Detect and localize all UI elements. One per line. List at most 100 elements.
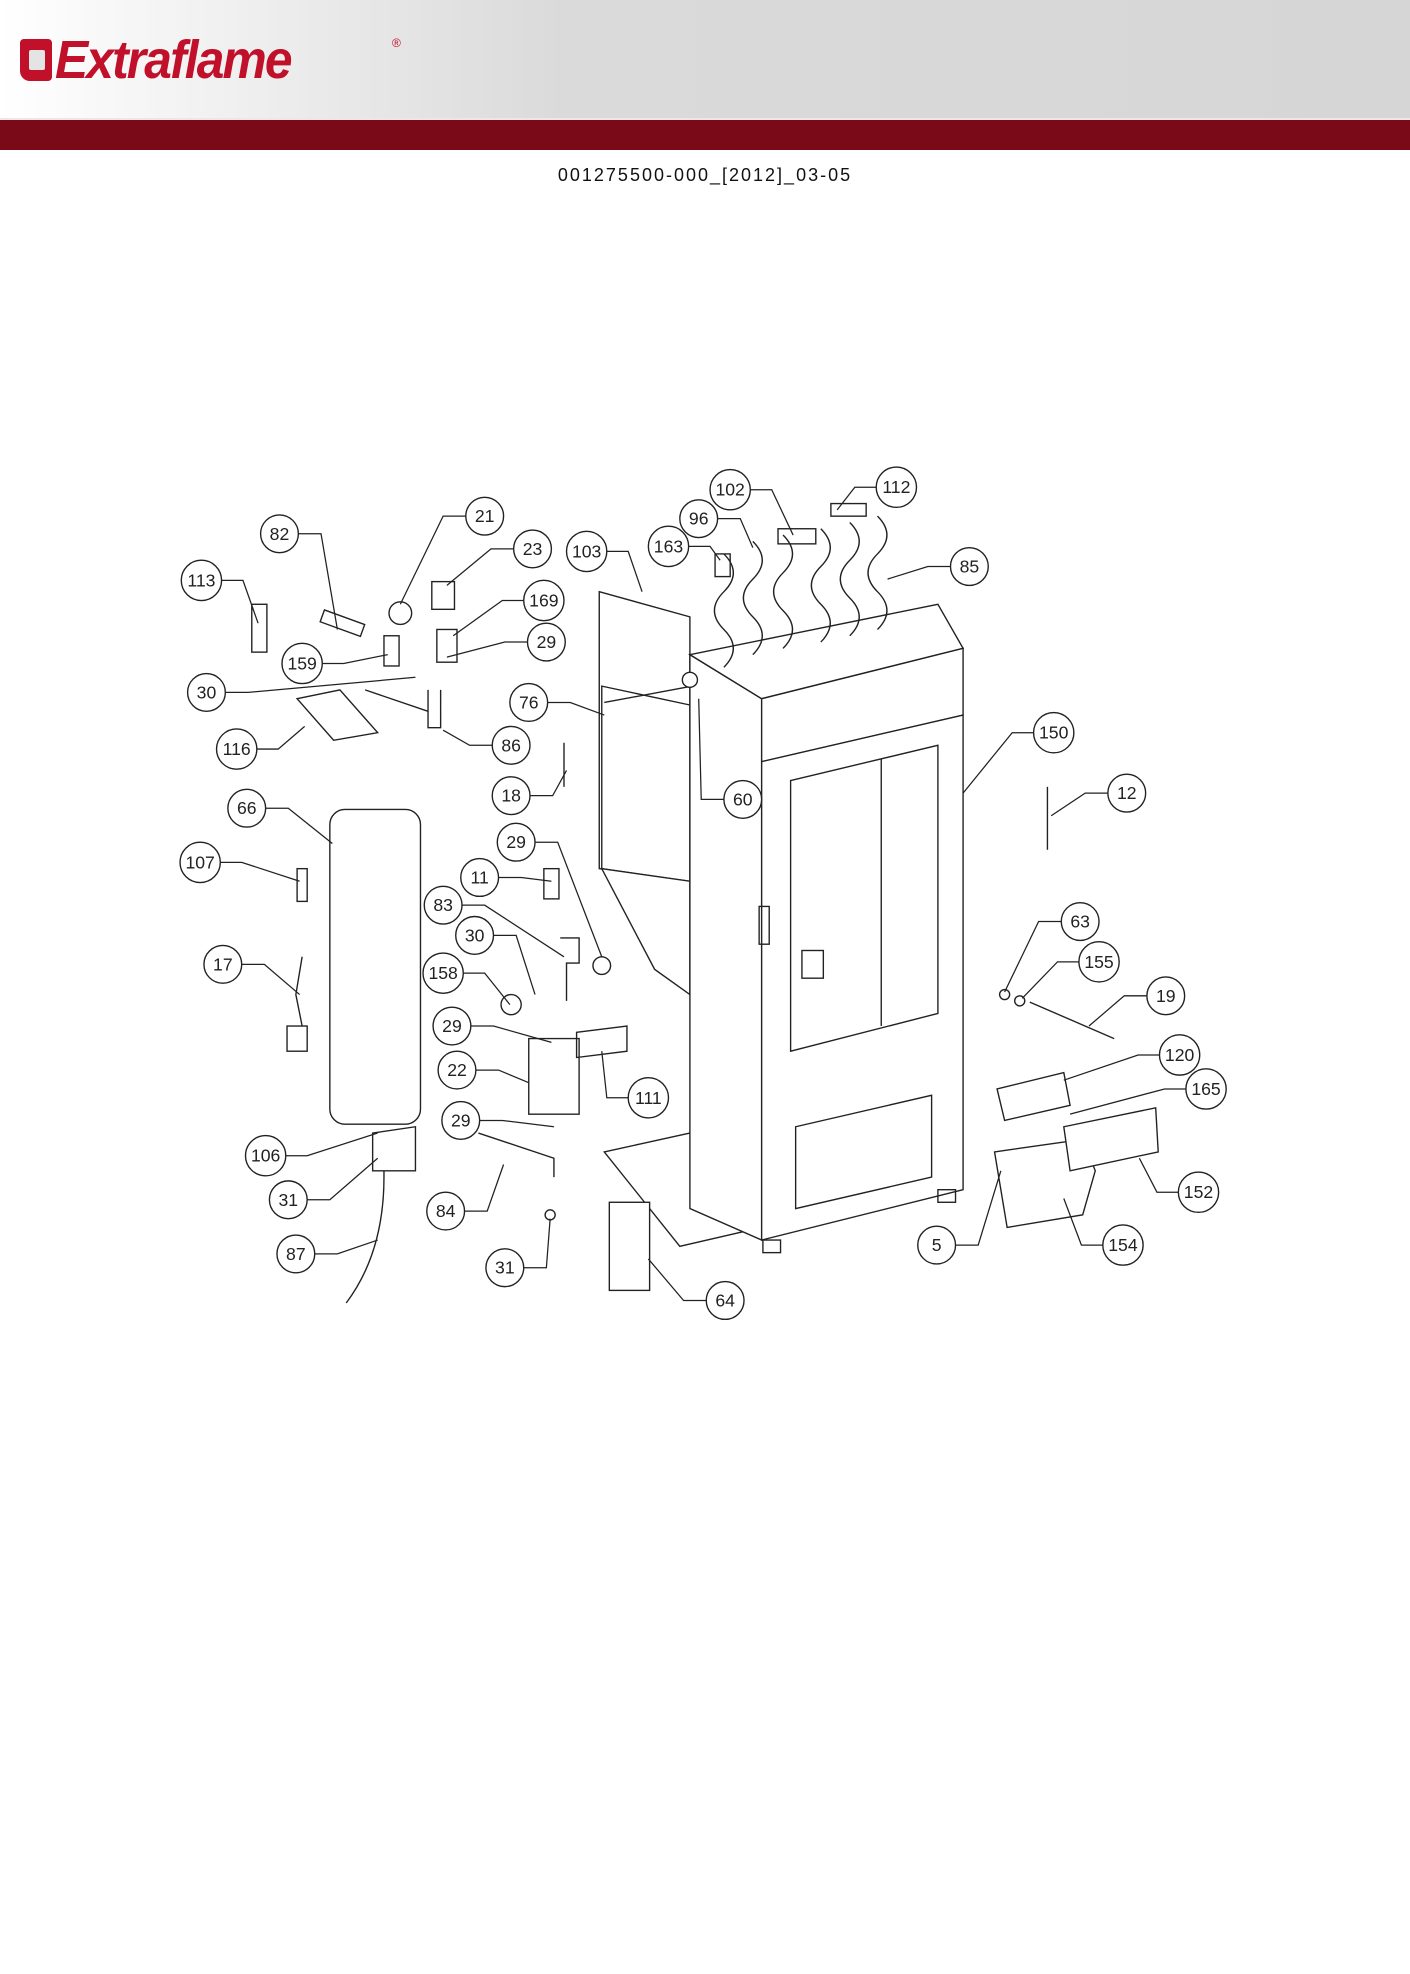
leader-line [493,934,536,995]
callout-number: 86 [501,735,521,755]
boiler-cabinet [598,502,965,1254]
callout-circle [491,725,531,765]
leader-line [298,533,339,630]
callout-number: 22 [447,1060,467,1080]
callout-circle [523,579,565,622]
leader-line [321,654,388,665]
leader-line [1063,1198,1105,1246]
leader-line [605,550,643,592]
callout-23: 23 [446,529,553,586]
leader-line [547,701,605,716]
callout-31: 31 [485,1218,551,1288]
callout-30: 30 [186,672,416,712]
callout-111: 111 [601,1051,670,1119]
callout-number: 116 [223,739,251,759]
callout-number: 17 [213,954,233,974]
brand-name: Extraflame [55,30,293,90]
leader-line [265,807,333,844]
callout-21: 21 [399,496,505,605]
callout-circle [723,779,763,819]
callout-circle [709,468,752,511]
callout-number: 85 [960,557,980,577]
leader-line [462,904,565,958]
callout-circle [432,1006,472,1046]
callout-number: 23 [523,539,543,559]
callout-number: 83 [433,895,453,915]
callout-number: 165 [1191,1079,1221,1099]
callout-number: 169 [529,591,558,611]
leader-line [1021,961,1081,999]
callout-number: 150 [1039,723,1069,743]
callout-circle [875,466,918,509]
callout-circle [1032,711,1075,754]
callout-circle [526,622,566,662]
callout-circle [485,1248,525,1288]
callout-number: 96 [689,509,709,529]
callout-circle [179,841,222,884]
callout-number: 102 [715,480,744,500]
callout-22: 22 [437,1050,529,1090]
leader-line [698,698,724,801]
leader-line [446,641,528,658]
callout-number: 163 [654,536,684,556]
callout-circle [1060,901,1100,942]
callout-circle [441,1100,481,1141]
callout-number: 159 [287,653,316,673]
leader-line [1050,792,1108,817]
turbulators-85 [713,502,888,668]
leader-line [498,876,552,882]
leader-line [1138,1157,1180,1193]
leader-line [399,515,466,605]
callout-96: 96 [679,499,754,548]
callout-159: 159 [281,642,388,685]
callout-circle [705,1280,745,1321]
callout-number: 87 [286,1244,306,1264]
callout-circle [455,915,495,955]
callout-number: 64 [715,1290,735,1310]
callout-155: 155 [1021,940,1120,999]
leader-line [1004,920,1062,993]
expansion-tank-66 [329,808,422,1125]
callout-number: 76 [519,692,539,712]
leader-line [307,1157,379,1201]
callout-29: 29 [432,1006,552,1046]
callout-152: 152 [1138,1157,1220,1214]
leader-line [647,1258,707,1302]
callout-31: 31 [268,1157,379,1220]
callout-29: 29 [446,622,566,662]
leader-line [717,518,754,548]
callout-circle [1078,940,1120,983]
leader-line [1069,1088,1188,1115]
callout-76: 76 [509,682,605,723]
callout-circle [426,1191,466,1231]
leader-line [1063,1054,1161,1081]
leader-line [523,1218,551,1269]
callout-number: 155 [1084,952,1114,972]
callout-circle [512,529,553,569]
callout-circle [647,525,690,568]
leader-line [475,1069,529,1084]
callout-number: 29 [506,832,526,852]
callout-number: 66 [237,798,257,818]
callout-circle [1177,1171,1220,1214]
callout-number: 63 [1070,912,1090,932]
callout-number: 29 [442,1016,462,1036]
leader-line [1088,995,1147,1027]
callout-number: 120 [1165,1045,1195,1065]
callout-84: 84 [426,1164,505,1231]
leader-line [462,972,511,1006]
callout-66: 66 [227,788,333,844]
leader-line [470,1025,552,1043]
callout-circle [227,788,267,828]
document-number: 001275500-000_[2012]_03-05 [557,165,853,185]
callout-circle [679,499,719,539]
callout-number: 113 [187,570,215,590]
cover-152 [1063,1107,1159,1172]
callout-number: 60 [733,789,753,809]
bracket-113 [251,603,268,653]
registered-mark-icon: ® [392,36,401,50]
leader-line [442,729,493,746]
callout-113: 113 [180,559,259,624]
callout-103: 103 [565,530,643,592]
